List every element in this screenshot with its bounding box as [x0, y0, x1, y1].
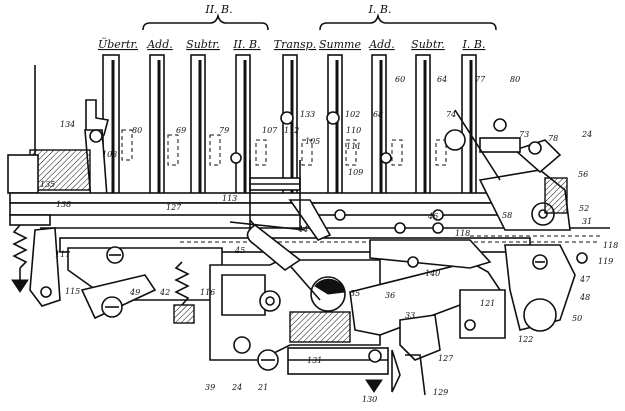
part-number: 79: [219, 126, 229, 135]
part-number: 50: [572, 314, 582, 323]
key-bar-subtr-i: [415, 54, 431, 206]
column-label-add-ii: Add.: [146, 38, 173, 51]
part-number: 58: [502, 211, 512, 220]
part-number: 68: [373, 110, 383, 119]
part-number: 64: [437, 75, 447, 84]
part-number: 127: [166, 203, 182, 212]
part-number: 112: [284, 126, 299, 135]
lower-lever: [67, 246, 223, 324]
part-number: 138: [56, 200, 71, 209]
key-bar-ii-b: [235, 54, 251, 206]
part-number: 131: [307, 356, 322, 365]
part-number: 36: [385, 291, 395, 300]
right-lever: [287, 239, 502, 396]
part-number: 60: [395, 75, 405, 84]
part-number: 113: [222, 194, 237, 203]
part-number: 47: [579, 275, 591, 284]
part-number: 105: [305, 137, 320, 146]
group-brace-II: [142, 13, 269, 31]
group-header-I: I. B.: [368, 3, 392, 16]
part-number: 117: [55, 250, 71, 259]
header-area: II. B. I. B. Übertr. Add. Subtr. II. B. …: [98, 3, 497, 51]
part-number: 21: [257, 383, 268, 392]
part-number: 80: [510, 75, 520, 84]
column-label-i-b: I. B.: [462, 38, 486, 51]
part-number: 118: [603, 241, 618, 250]
key-bar-i-b: [461, 54, 477, 206]
part-number: 48: [579, 293, 590, 302]
part-number: 52: [579, 204, 589, 213]
part-number: 129: [433, 388, 448, 397]
key-bars: [102, 54, 477, 206]
part-number: 110: [346, 126, 361, 135]
part-number: 45: [234, 246, 245, 255]
part-number: 56: [578, 170, 588, 179]
part-number: 130: [362, 395, 377, 404]
part-number: 109: [348, 168, 363, 177]
key-bar-subtr-ii: [190, 54, 206, 206]
column-label-summe: Summe: [319, 38, 361, 51]
part-number: 121: [480, 299, 495, 308]
group-brace-I: [319, 13, 497, 31]
part-number: 35: [350, 289, 360, 298]
part-number: 49: [129, 288, 140, 297]
part-number: 140: [425, 269, 440, 278]
part-number: 127: [438, 354, 454, 363]
part-number: 24: [581, 130, 592, 139]
column-label-uebertr: Übertr.: [98, 37, 138, 51]
part-number: 116: [200, 288, 215, 297]
part-number: 46: [427, 212, 438, 221]
part-number: 107: [262, 126, 278, 135]
column-label-subtr-i: Subtr.: [411, 38, 445, 51]
column-label-transp: Transp.: [274, 38, 316, 51]
column-label-ii-b: II. B.: [232, 38, 260, 51]
column-label-add-i: Add.: [368, 38, 395, 51]
part-number: 44: [297, 225, 308, 234]
part-number: 74: [446, 110, 456, 119]
part-number: 80: [132, 126, 142, 135]
part-number: 115: [65, 287, 80, 296]
part-number: 42: [159, 288, 170, 297]
part-number: 77: [475, 75, 486, 84]
part-number: 111: [346, 142, 361, 151]
right-assembly: [444, 109, 576, 339]
part-number: 118: [455, 229, 470, 238]
part-number: 135: [40, 180, 55, 189]
part-number: 103: [102, 150, 117, 159]
part-number: 31: [582, 217, 592, 226]
column-label-subtr-ii: Subtr.: [186, 38, 220, 51]
part-number: 133: [300, 110, 315, 119]
key-bar-add-ii: [149, 54, 165, 206]
part-number: 78: [548, 134, 558, 143]
part-number: 69: [176, 126, 186, 135]
part-number: 122: [518, 335, 533, 344]
key-bar-summe: [327, 54, 343, 206]
left-levers: [7, 65, 109, 213]
part-number: 24: [231, 383, 242, 392]
pivot-circles: [230, 111, 588, 264]
part-number: 33: [405, 311, 415, 320]
part-number: 102: [345, 110, 360, 119]
part-number: 119: [598, 257, 613, 266]
group-header-II: II. B.: [204, 3, 232, 16]
part-number-labels: 134 80 69 79 107 112 133 102 110 111 109…: [40, 75, 618, 404]
part-number: 73: [519, 130, 529, 139]
central-block: [209, 160, 381, 371]
part-number: 39: [205, 383, 215, 392]
key-bar-add-i: [371, 54, 387, 206]
part-number: 134: [60, 120, 75, 129]
